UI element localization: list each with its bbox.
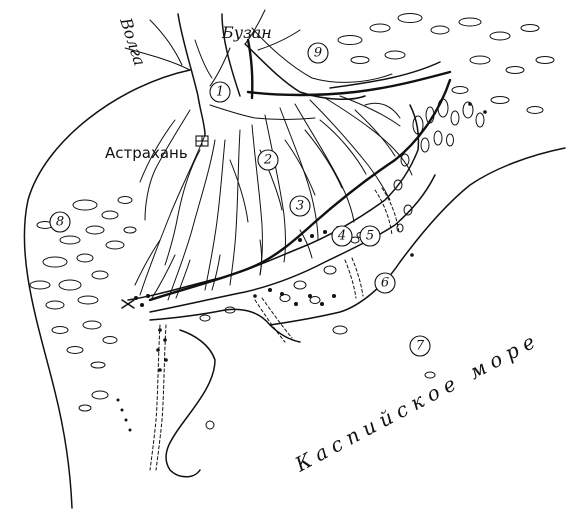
svg-text:3: 3 bbox=[296, 199, 304, 214]
svg-text:9: 9 bbox=[314, 46, 322, 61]
svg-text:6: 6 bbox=[381, 276, 389, 291]
zone-marker-2: 2 bbox=[257, 149, 279, 171]
mouth-marker bbox=[121, 299, 135, 309]
coast-line-lower bbox=[149, 308, 301, 343]
volga-main-channel-west bbox=[177, 13, 206, 136]
coast-line-upper bbox=[269, 147, 566, 326]
dashed-shipping-channels bbox=[149, 187, 400, 471]
zone-marker-1: 1 bbox=[209, 81, 231, 103]
zone-marker-4: 4 bbox=[331, 225, 353, 247]
shoal-dots bbox=[116, 102, 487, 432]
upper-right-boundary bbox=[329, 61, 441, 89]
svg-text:4: 4 bbox=[337, 229, 346, 244]
svg-text:8: 8 bbox=[56, 215, 64, 230]
svg-text:5: 5 bbox=[366, 229, 374, 244]
canal-to-bolda bbox=[246, 38, 254, 100]
navigation-canal-main bbox=[148, 78, 452, 302]
coast-line-south bbox=[165, 329, 216, 478]
buzan-channel bbox=[244, 43, 366, 101]
islands-mouth bbox=[78, 232, 436, 430]
zone-marker-5: 5 bbox=[359, 225, 381, 247]
zone-marker-3: 3 bbox=[289, 195, 311, 217]
zone-marker-9: 9 bbox=[307, 42, 329, 64]
navigation-canal-cross bbox=[246, 70, 452, 97]
astrakhan-city-symbol bbox=[195, 135, 209, 147]
distributary-channels bbox=[134, 39, 413, 301]
delta-front-outer bbox=[127, 104, 420, 301]
svg-text:1: 1 bbox=[216, 85, 224, 100]
zone-marker-6: 6 bbox=[374, 272, 396, 294]
delta-front-inner bbox=[149, 174, 436, 313]
svg-text:2: 2 bbox=[263, 153, 272, 168]
volga-label: Волга bbox=[116, 14, 150, 68]
buzan-channel-bank bbox=[251, 27, 393, 83]
islands-delta-front bbox=[393, 98, 485, 233]
west-boundary-arc bbox=[23, 69, 191, 509]
astrakhan-label: Астрахань bbox=[105, 144, 188, 162]
zone-marker-7: 7 bbox=[409, 335, 431, 357]
svg-text:7: 7 bbox=[416, 339, 425, 354]
buzan-label: Бузан bbox=[221, 23, 272, 42]
islands-northeast bbox=[337, 13, 555, 114]
upper-volga-lines bbox=[124, 9, 301, 71]
volga-main-channel-east bbox=[221, 13, 241, 97]
zone-marker-8: 8 bbox=[49, 211, 71, 233]
islands-west bbox=[29, 196, 137, 369]
